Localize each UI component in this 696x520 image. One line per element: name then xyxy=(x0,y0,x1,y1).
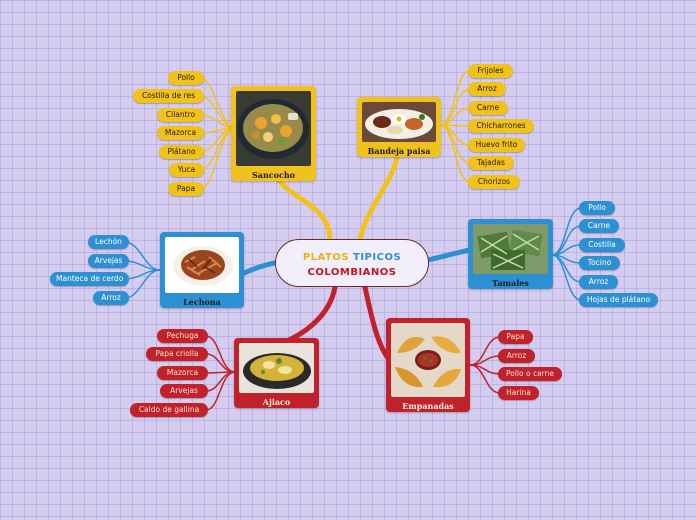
dish-label-empanadas: Empanadas xyxy=(402,401,454,411)
ingredient-pill[interactable]: Arroz xyxy=(579,275,618,289)
soup-pot-image xyxy=(236,91,311,166)
ingredient-pill[interactable]: Arroz xyxy=(93,291,129,305)
dish-label-ajiaco: Ajiaco xyxy=(262,397,291,407)
ingredient-pill[interactable]: Plátano xyxy=(159,145,204,159)
ingredient-pill[interactable]: Pollo xyxy=(168,71,204,85)
dish-node-bandeja-paisa[interactable]: Bandeja paisa xyxy=(357,97,441,157)
ingredient-pill[interactable]: Caldo de gallina xyxy=(130,403,208,417)
ingredient-pill[interactable]: Mazorca xyxy=(157,126,204,140)
ingredient-pill[interactable]: Yuca xyxy=(169,163,204,177)
ingredient-pill[interactable]: Carne xyxy=(579,219,619,233)
ingredient-pill[interactable]: Papa criolla xyxy=(146,347,208,361)
central-topic[interactable]: PLATOS TIPICOS COLOMBIANOS xyxy=(275,239,429,287)
dish-label-tamales: Tamales xyxy=(492,278,529,288)
dish-node-lechona[interactable]: Lechona xyxy=(160,232,244,308)
dish-label-lechona: Lechona xyxy=(183,297,221,307)
dish-node-tamales[interactable]: Tamales xyxy=(468,219,553,289)
ingredient-pill[interactable]: Cilantro xyxy=(157,108,204,122)
ingredient-pill[interactable]: Huevo frito xyxy=(468,138,525,152)
dish-node-ajiaco[interactable]: Ajiaco xyxy=(234,338,319,408)
ingredient-pill[interactable]: Mazorca xyxy=(157,366,208,380)
ingredient-pill[interactable]: Tocino xyxy=(579,256,620,270)
ingredient-pill[interactable]: Carne xyxy=(468,101,508,115)
ingredient-pill[interactable]: Pollo o carne xyxy=(498,367,562,381)
ingredient-pill[interactable]: Chorizos xyxy=(468,175,520,189)
ingredient-pill[interactable]: Manteca de cerdo xyxy=(50,272,129,286)
empanadas-plate-image xyxy=(391,323,465,397)
leaf-wrapped-tamales-image xyxy=(473,224,548,274)
central-word-tipicos: TIPICOS xyxy=(353,252,402,263)
ingredient-pill[interactable]: Harina xyxy=(498,386,539,400)
dish-node-sancocho[interactable]: Sancocho xyxy=(231,86,316,181)
ingredient-pill[interactable]: Arroz xyxy=(498,349,535,363)
ingredient-pill[interactable]: Papa xyxy=(498,330,533,344)
ingredient-pill[interactable]: Lechón xyxy=(88,235,129,249)
ingredient-pill[interactable]: Tajadas xyxy=(468,156,514,170)
ingredient-pill[interactable]: Pechuga xyxy=(157,329,208,343)
ingredient-pill[interactable]: Arroz xyxy=(468,82,506,96)
ingredient-pill[interactable]: Chicharrones xyxy=(468,119,534,133)
dish-label-sancocho: Sancocho xyxy=(251,170,295,180)
ingredient-pill[interactable]: Arvejas xyxy=(88,254,129,268)
ajiaco-bowl-image xyxy=(239,343,314,393)
dish-node-empanadas[interactable]: Empanadas xyxy=(386,318,470,412)
ingredient-pill[interactable]: Hojas de plátano xyxy=(579,293,658,307)
ingredient-pill[interactable]: Costilla de res xyxy=(133,89,204,103)
shredded-pork-image xyxy=(165,237,239,293)
ingredient-pill[interactable]: Costilla xyxy=(579,238,625,252)
central-word-colombianos: COLOMBIANOS xyxy=(307,267,397,278)
dish-label-bandeja-paisa: Bandeja paisa xyxy=(367,146,431,156)
ingredient-pill[interactable]: Papa xyxy=(168,182,204,196)
central-word-platos: PLATOS xyxy=(302,252,350,263)
ingredient-pill[interactable]: Frijoles xyxy=(468,64,513,78)
ingredient-pill[interactable]: Arvejas xyxy=(160,384,208,398)
ingredient-pill[interactable]: Pollo xyxy=(579,201,615,215)
platter-image xyxy=(362,102,436,142)
